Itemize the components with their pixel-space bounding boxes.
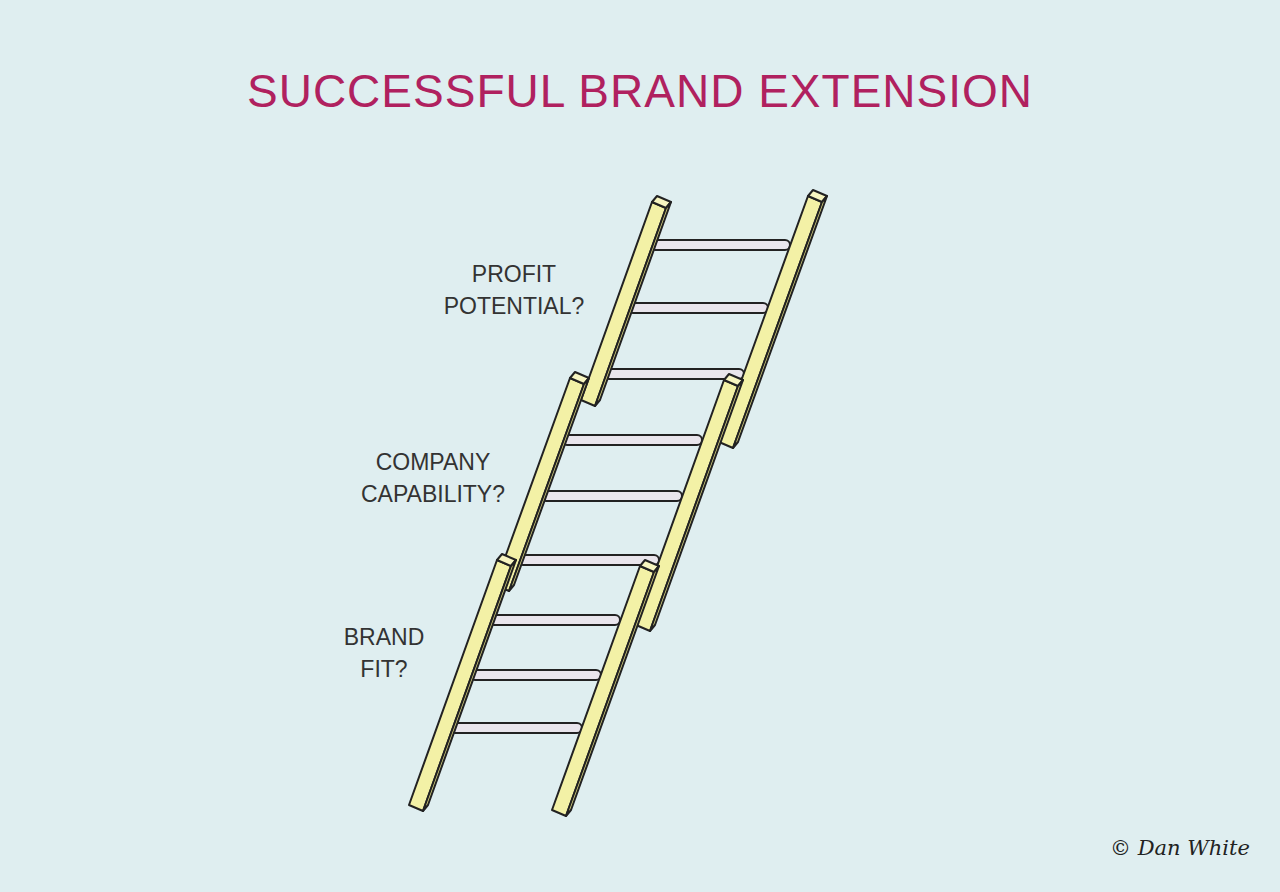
label-holder: BRAND FIT? — [338, 621, 430, 685]
label-holder: PROFIT POTENTIAL? — [429, 258, 599, 322]
signature: © Dan White — [1110, 836, 1250, 860]
question-label: PROFIT POTENTIAL? — [429, 258, 599, 322]
title-holder: SUCCESSFUL BRAND EXTENSION — [0, 64, 1280, 118]
ladder-bottom-section — [409, 554, 659, 816]
label-holder: © Dan White — [1110, 836, 1250, 860]
question-label: BRAND FIT? — [338, 621, 430, 685]
question-label: COMPANY CAPABILITY? — [348, 446, 518, 510]
ladder-top-section — [581, 190, 827, 448]
title: SUCCESSFUL BRAND EXTENSION — [0, 64, 1280, 118]
ladder-middle-section — [495, 372, 743, 631]
label-holder: COMPANY CAPABILITY? — [348, 446, 518, 510]
